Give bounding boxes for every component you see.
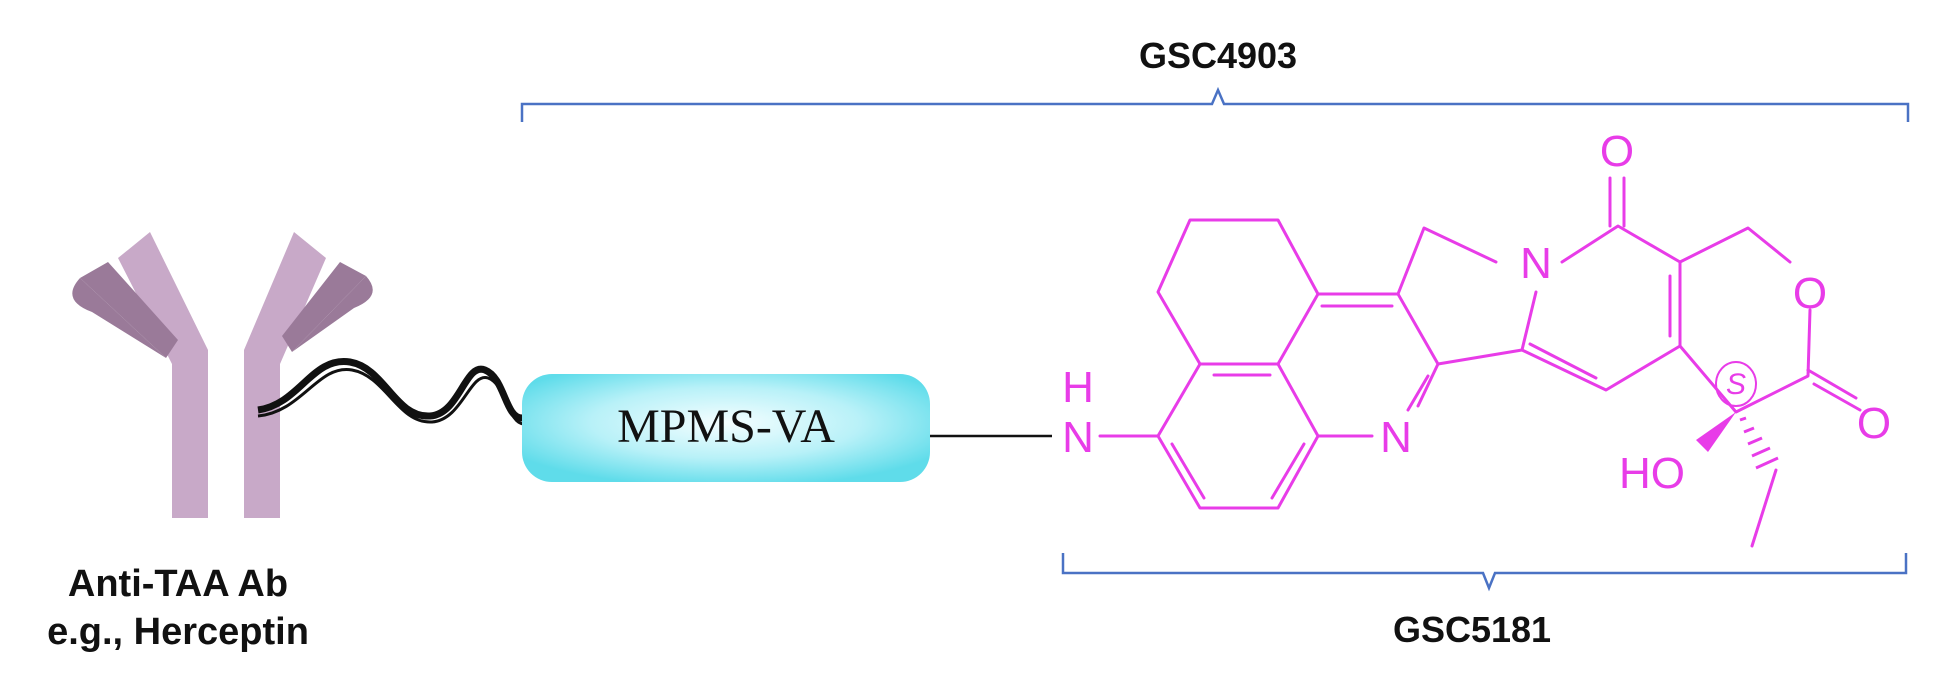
antibody-label-line2: e.g., Herceptin <box>47 611 309 653</box>
linker-box <box>522 374 930 482</box>
lactam-n-label: N <box>1520 239 1552 288</box>
top-bracket <box>520 86 1910 122</box>
top-bracket-label: GSC4903 <box>1139 35 1297 76</box>
antibody-icon <box>72 232 373 518</box>
quinoline-n-label: N <box>1380 413 1412 462</box>
wedge-bond <box>1696 412 1736 452</box>
antibody-label-line1: Anti-TAA Ab <box>68 563 288 605</box>
ketone-o-label: O <box>1600 127 1634 176</box>
ring-o-label: O <box>1793 269 1827 318</box>
hydroxyl-label: HO <box>1619 449 1685 498</box>
linker-label: MPMS-VA <box>617 400 835 453</box>
amine-n-label: N <box>1062 413 1094 462</box>
lactone-o-label: O <box>1857 399 1891 448</box>
tether-line <box>257 358 525 426</box>
amine-h-label: H <box>1062 363 1094 412</box>
bottom-bracket-label: GSC5181 <box>1393 609 1551 650</box>
bottom-bracket <box>1061 553 1908 592</box>
exatecan-molecule <box>1098 176 1862 548</box>
hash-bond <box>1739 416 1779 470</box>
stereo-label: S <box>1726 368 1746 401</box>
stereo-circle <box>1715 361 1757 407</box>
